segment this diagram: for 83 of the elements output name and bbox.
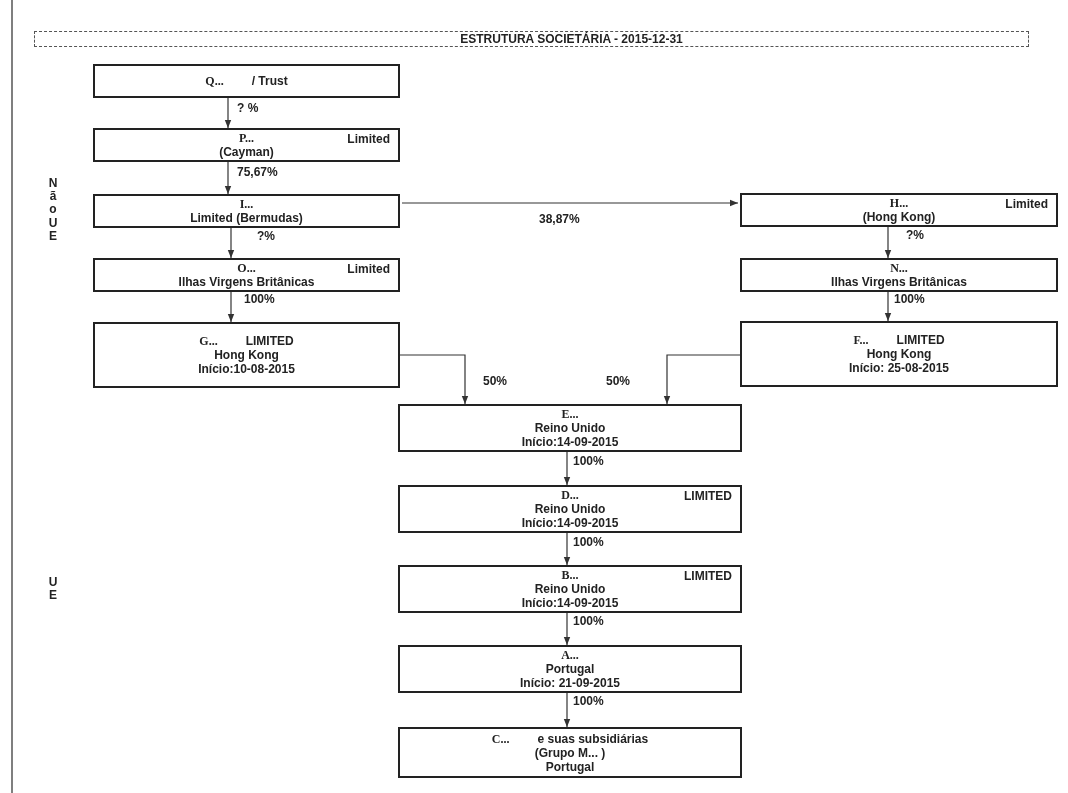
company-detail: LIMITED [245, 334, 294, 348]
company-name: N... [890, 261, 908, 275]
company-detail: Hong Kong [866, 347, 932, 361]
edge-label: 100% [572, 694, 605, 708]
company-detail: Início:14-09-2015 [521, 516, 619, 530]
company-name: H... [889, 196, 909, 210]
company-detail: (Cayman) [219, 145, 274, 159]
region-label: Não UE [47, 177, 59, 243]
company-detail: Reino Unido [534, 502, 606, 516]
edge-label: 38,87% [538, 212, 581, 226]
edge-label: ? % [236, 101, 260, 115]
company-detail: Limited [347, 262, 390, 276]
company-box [93, 64, 400, 98]
company-detail: Portugal [545, 759, 595, 774]
arrow [563, 532, 571, 566]
company-detail: Início:14-09-2015 [521, 596, 619, 610]
company-name: B... [561, 568, 579, 582]
edge-label: 100% [893, 292, 926, 306]
arrow [884, 291, 892, 322]
company-detail: Portugal [545, 662, 595, 676]
company-box [740, 193, 1058, 227]
company-box [398, 645, 742, 693]
company-box [740, 321, 1058, 387]
arrow [884, 226, 892, 259]
arrow [401, 199, 739, 207]
company-detail: e suas subsidiárias [537, 731, 649, 746]
company-detail: Limited [347, 132, 390, 146]
company-box [398, 565, 742, 613]
company-detail: LIMITED [896, 333, 945, 347]
company-box [93, 258, 400, 292]
edge-label: 100% [243, 292, 276, 306]
company-name: P... [238, 131, 255, 145]
company-name: Q... [205, 74, 224, 88]
company-name: E... [561, 407, 579, 421]
company-box [93, 194, 400, 228]
edge-label: 50% [605, 374, 632, 388]
company-detail: Hong Kong [214, 348, 279, 362]
company-detail: LIMITED [684, 489, 732, 503]
region-label: UE [47, 576, 59, 603]
company-box [398, 404, 742, 452]
company-detail: LIMITED [684, 569, 732, 583]
arrow [563, 692, 571, 728]
edge-label: 75,67% [236, 165, 279, 179]
edge-label: ?% [256, 229, 276, 243]
company-detail: Limited (Bermudas) [190, 211, 303, 225]
arrow [563, 451, 571, 486]
arrow [227, 227, 235, 259]
edge-label: ?% [905, 228, 925, 242]
company-name: G... [199, 334, 218, 348]
company-detail: Ilhas Virgens Britânicas [831, 275, 967, 289]
company-detail: Reino Unido [534, 421, 606, 435]
company-name: F... [853, 333, 869, 347]
edge-label: 100% [572, 454, 605, 468]
company-name: A... [561, 648, 579, 662]
arrow [663, 354, 741, 405]
company-detail: / Trust [251, 74, 288, 88]
arrow [563, 612, 571, 646]
company-box [398, 727, 742, 778]
company-box [398, 485, 742, 533]
company-box [93, 322, 400, 388]
company-detail: Ilhas Virgens Britânicas [178, 275, 315, 289]
company-detail: Início:14-09-2015 [521, 435, 619, 449]
company-box [93, 128, 400, 162]
title-banner: ESTRUTURA SOCIETÁRIA - 2015-12-31 [34, 31, 1029, 47]
arrow [224, 97, 232, 129]
company-detail: Reino Unido [534, 582, 606, 596]
edge-label: 100% [572, 535, 605, 549]
company-detail: Início: 21-09-2015 [519, 676, 621, 690]
edge-label: 100% [572, 614, 605, 628]
company-detail: Início: 25-08-2015 [848, 361, 950, 375]
arrow [399, 354, 469, 405]
arrow [227, 291, 235, 323]
company-name: C... [491, 731, 510, 746]
company-box [740, 258, 1058, 292]
company-name: D... [561, 488, 579, 502]
edge-label: 50% [482, 374, 509, 388]
arrow [224, 161, 232, 195]
company-detail: Limited [1005, 197, 1048, 211]
company-detail: (Grupo M... ) [534, 745, 606, 760]
company-name: I... [239, 197, 254, 211]
company-detail: Início:10-08-2015 [198, 362, 295, 376]
company-detail: (Hong Kong) [862, 210, 936, 224]
company-name: O... [237, 261, 256, 275]
